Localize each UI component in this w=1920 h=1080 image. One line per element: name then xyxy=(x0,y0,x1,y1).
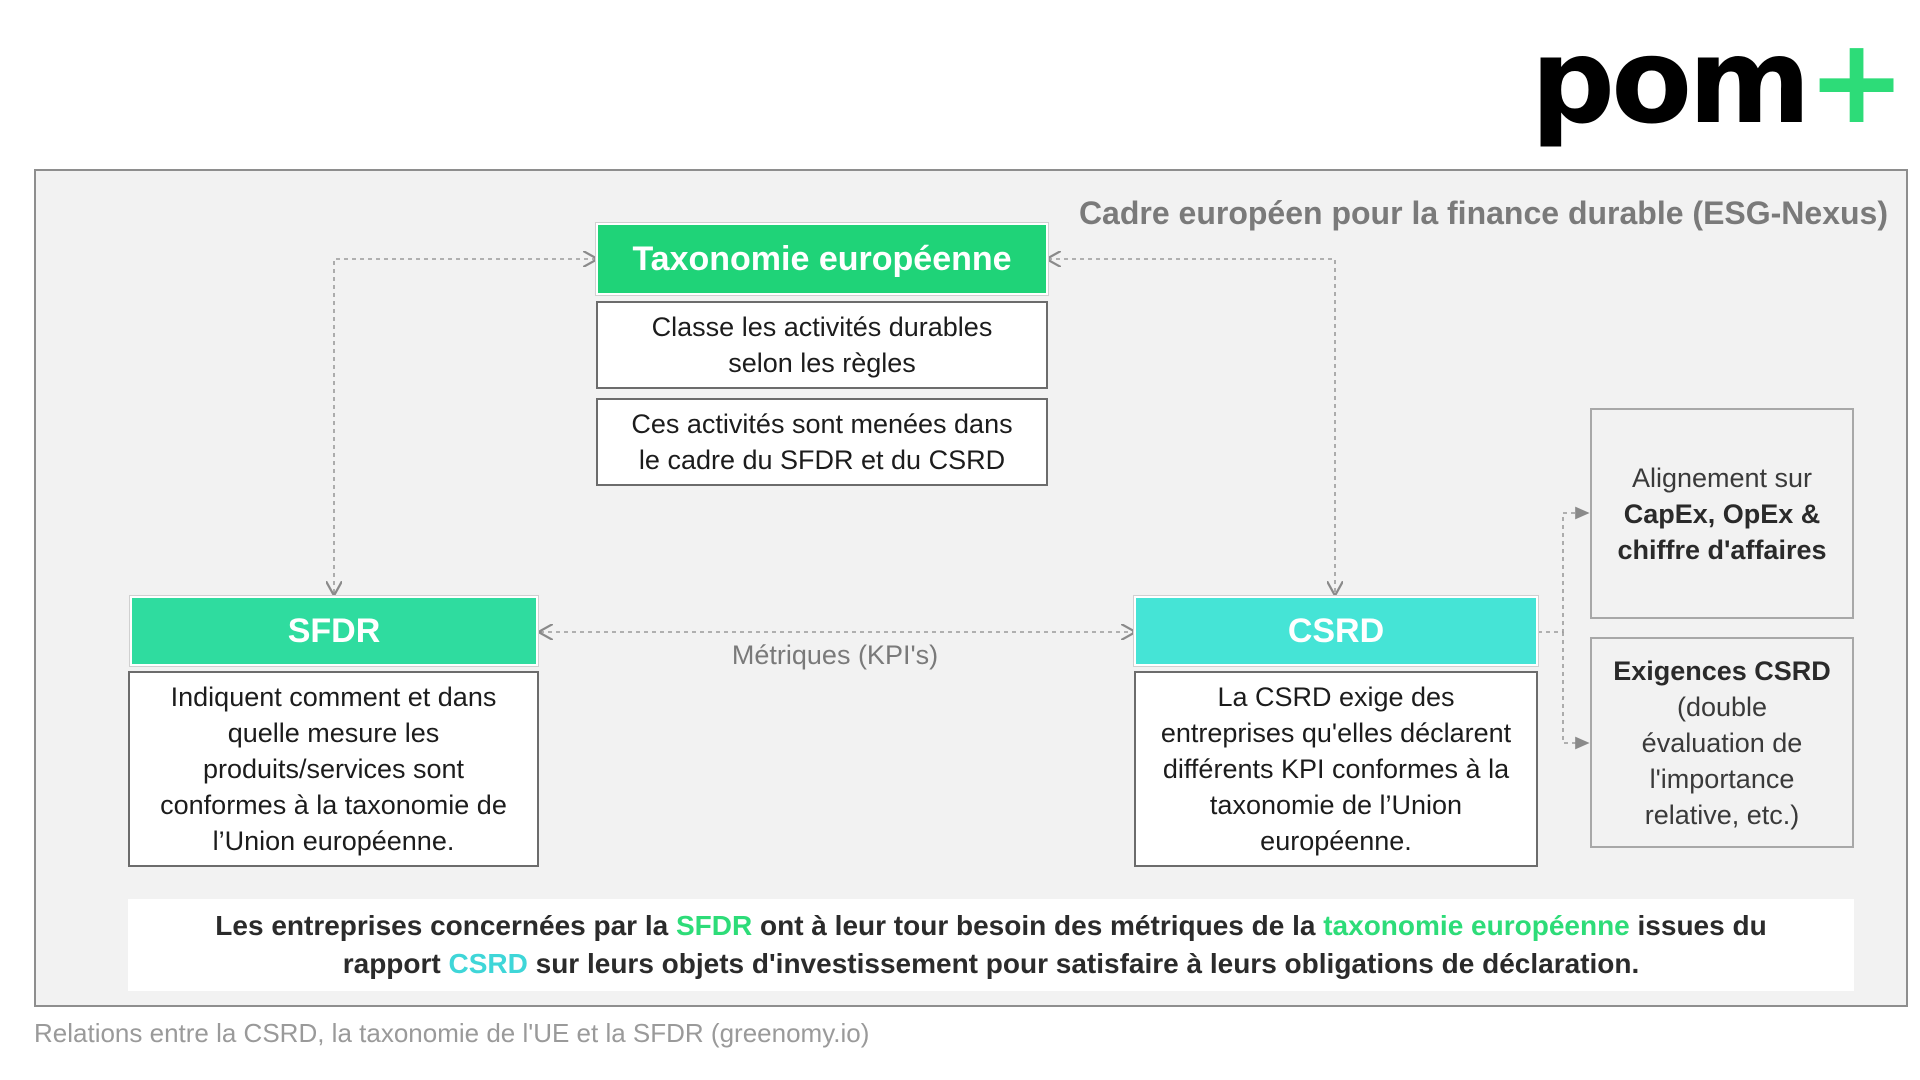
figure-caption: Relations entre la CSRD, la taxonomie de… xyxy=(34,1018,870,1048)
arrow-csrd-taxonomie xyxy=(1048,259,1335,594)
framework-title: Cadre européen pour la finance durable (… xyxy=(1078,195,1888,231)
banner-taxonomie: taxonomie européenne xyxy=(1323,910,1630,941)
csrd-requirements-box: Exigences CSRD (double évaluation de l'i… xyxy=(1590,637,1854,848)
alignment-line-1: Alignement sur xyxy=(1631,462,1813,493)
banner-line-1: Les entreprises concernées par la SFDR o… xyxy=(215,907,1766,945)
sfdr-header: SFDR xyxy=(130,596,538,666)
banner-text: Les entreprises concernées par la xyxy=(215,910,676,941)
taxonomie-box-2: Ces activités sont menées dans le cadre … xyxy=(596,398,1048,486)
banner-text: rapport xyxy=(342,948,449,979)
csrd-body-line-1: La CSRD exige des xyxy=(1217,682,1455,712)
banner-csrd: CSRD xyxy=(448,948,528,979)
csrd-body-line-5: européenne. xyxy=(1260,826,1412,856)
taxonomie-box-1-line-2: selon les règles xyxy=(728,348,916,378)
sfdr-body: Indiquent comment et dans quelle mesure … xyxy=(128,671,539,867)
pom-plus-logo: pom+ xyxy=(1531,22,1906,140)
sfdr-title: SFDR xyxy=(287,611,381,650)
csrd-header: CSRD xyxy=(1134,596,1538,666)
sfdr-body-line-3: produits/services sont xyxy=(202,754,465,784)
taxonomie-box-1-line-1: Classe les activités durables xyxy=(651,312,993,342)
requirements-line-1: (double xyxy=(1676,691,1768,722)
sfdr-body-line-4: conformes à la taxonomie de xyxy=(160,790,507,820)
requirements-line-4: relative, etc.) xyxy=(1644,799,1800,830)
banner-text: ont à leur tour besoin des métriques de … xyxy=(752,910,1324,941)
logo-plus: + xyxy=(1807,12,1906,150)
arrow-csrd-side2 xyxy=(1562,632,1590,750)
banner-sfdr: SFDR xyxy=(675,910,753,941)
taxonomie-header: Taxonomie européenne xyxy=(596,223,1048,295)
arrow-sfdr-taxonomie xyxy=(334,259,596,594)
requirements-line-3: l'importance xyxy=(1649,763,1795,794)
csrd-body-line-2: entreprises qu'elles déclarent xyxy=(1160,718,1512,748)
taxonomie-box-2-line-2: le cadre du SFDR et du CSRD xyxy=(638,445,1006,475)
sfdr-body-line-1: Indiquent comment et dans xyxy=(170,682,497,712)
sfdr-body-line-5: l’Union européenne. xyxy=(212,826,455,856)
metrics-label: Métriques (KPI's) xyxy=(731,640,939,670)
csrd-body: La CSRD exige des entreprises qu'elles d… xyxy=(1134,671,1538,867)
alignment-line-3: chiffre d'affaires xyxy=(1617,534,1827,565)
arrow-csrd-sides xyxy=(1538,506,1590,633)
logo-text: pom xyxy=(1530,12,1811,150)
summary-banner: Les entreprises concernées par la SFDR o… xyxy=(128,899,1854,991)
banner-text: issues du xyxy=(1629,910,1767,941)
alignment-line-2: CapEx, OpEx & xyxy=(1623,498,1821,529)
alignment-box: Alignement sur CapEx, OpEx & chiffre d'a… xyxy=(1590,408,1854,619)
taxonomie-title: Taxonomie européenne xyxy=(632,239,1012,278)
requirements-title: Exigences CSRD xyxy=(1613,655,1831,686)
csrd-title: CSRD xyxy=(1287,611,1385,650)
requirements-line-2: évaluation de xyxy=(1641,727,1803,758)
csrd-body-line-4: taxonomie de l’Union xyxy=(1209,790,1463,820)
sfdr-body-line-2: quelle mesure les xyxy=(227,718,440,748)
banner-text: sur leurs objets d'investissement pour s… xyxy=(527,948,1640,979)
taxonomie-box-1: Classe les activités durables selon les … xyxy=(596,301,1048,389)
banner-line-2: rapport CSRD sur leurs objets d'investis… xyxy=(343,945,1640,983)
csrd-body-line-3: différents KPI conformes à la xyxy=(1162,754,1510,784)
taxonomie-box-2-line-1: Ces activités sont menées dans xyxy=(631,409,1013,439)
